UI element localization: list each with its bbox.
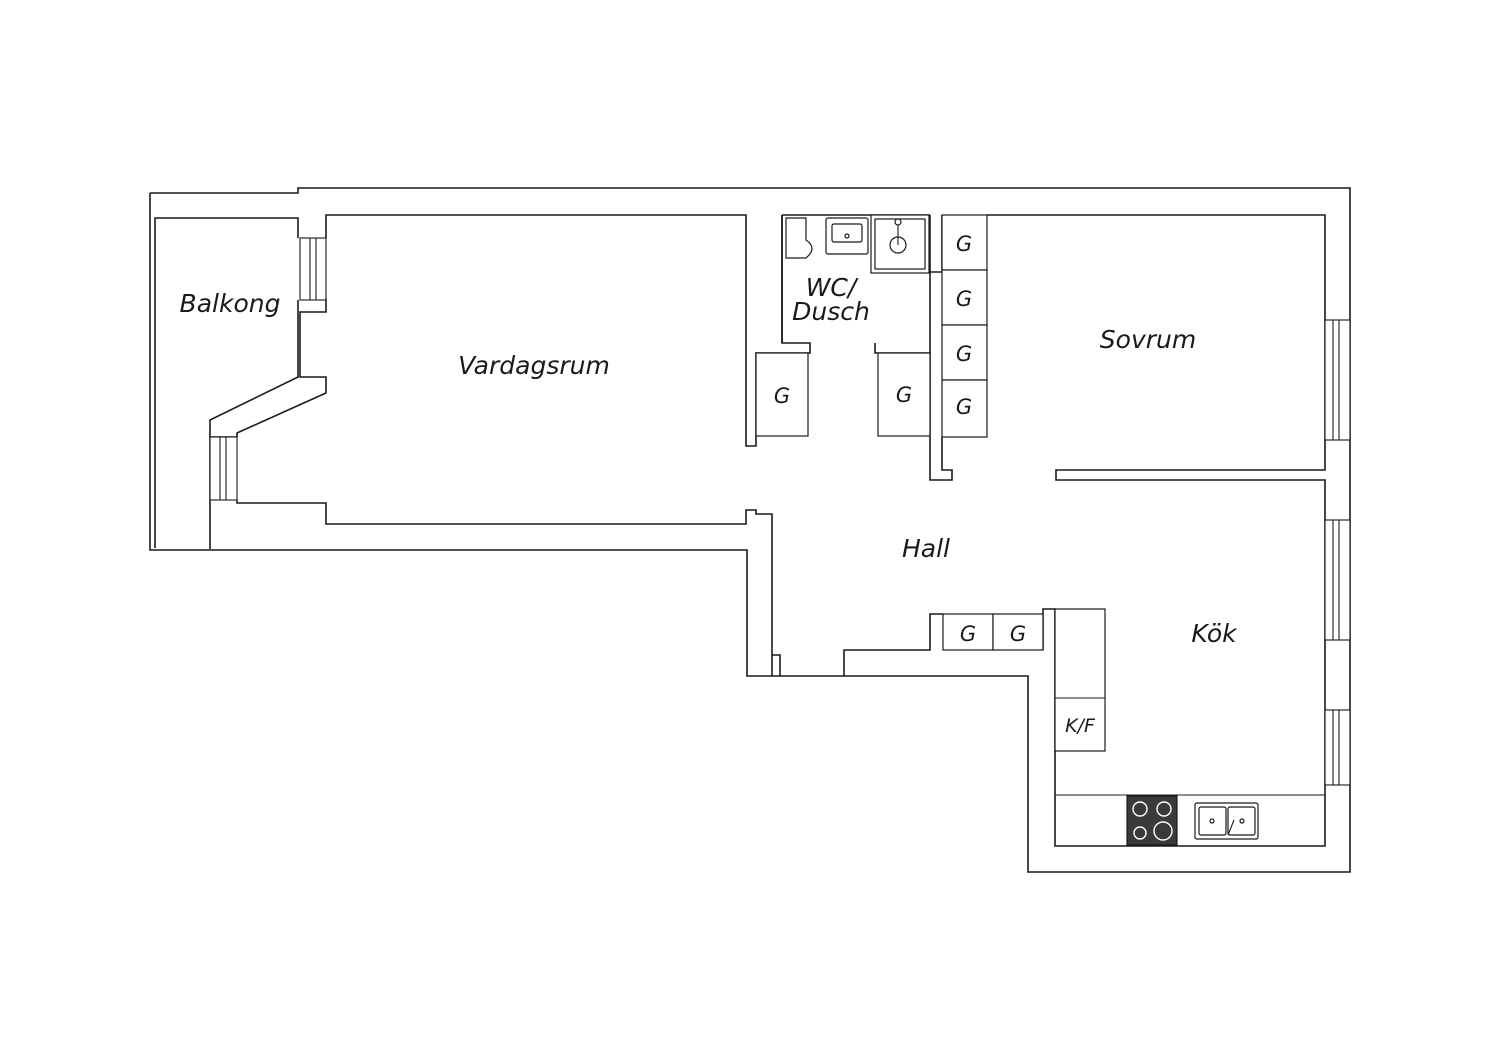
wardrobe-living: [755, 352, 809, 437]
kitchen-fixtures: [1054, 608, 1325, 846]
wardrobe-column-2: [941, 269, 988, 326]
room-label-balkong: Balkong: [180, 289, 281, 318]
labels: Balkong Vardagsrum WC/ Dusch Sovrum Hall…: [180, 232, 1239, 737]
balcony-inner: [154, 217, 299, 548]
hall-bottom-wall-2: [843, 613, 943, 676]
hall-bottom-wall: [772, 654, 781, 676]
room-label-wc-line1: WC/: [806, 273, 859, 302]
room-label-sovrum: Sovrum: [1100, 325, 1196, 354]
living-inner-wall: [325, 214, 811, 447]
wardrobe-label: G: [956, 232, 972, 256]
room-label-hall: Hall: [902, 534, 950, 563]
window-kitchen-lower: [1324, 709, 1351, 786]
wardrobes: [755, 214, 1044, 651]
fridge-freezer-label: K/F: [1065, 715, 1096, 737]
closet-column-wall-2: [929, 353, 953, 481]
outer-wall-line: [149, 187, 1351, 873]
wardrobe-hall: [877, 352, 931, 437]
wardrobe-label: G: [956, 395, 972, 419]
window-balcony-upper: [299, 237, 327, 301]
wardrobe-label: G: [956, 287, 972, 311]
wardrobe-hall-bottom-2: [992, 613, 1044, 651]
window-balcony-lower: [209, 436, 238, 501]
balcony-slant: [209, 300, 299, 437]
room-label-kok: Kök: [1191, 619, 1238, 648]
wardrobe-column-3: [941, 324, 988, 381]
room-label-wc-line2: Dusch: [792, 297, 870, 326]
wardrobe-label: G: [960, 622, 976, 646]
wardrobe-label: G: [774, 384, 790, 408]
kitchen-left-wall: [987, 214, 1326, 847]
kitchen-cabinet-column: [1054, 608, 1106, 752]
wardrobe-label: G: [896, 383, 912, 407]
windows: [209, 237, 1351, 786]
wc-fixtures: [785, 214, 930, 274]
wardrobe-label: G: [1010, 622, 1026, 646]
wardrobe-label: G: [956, 342, 972, 366]
window-bedroom: [1324, 319, 1351, 441]
room-label-vardagsrum: Vardagsrum: [458, 351, 610, 380]
outer-walls: [149, 187, 1351, 873]
living-lower-wall: [236, 500, 773, 676]
wc-right-wall: [874, 271, 942, 354]
wardrobe-column-4: [941, 379, 988, 438]
window-kitchen-upper: [1324, 519, 1351, 641]
living-inner-wall-bottom: [209, 298, 327, 549]
toilet-icon: [785, 217, 813, 259]
